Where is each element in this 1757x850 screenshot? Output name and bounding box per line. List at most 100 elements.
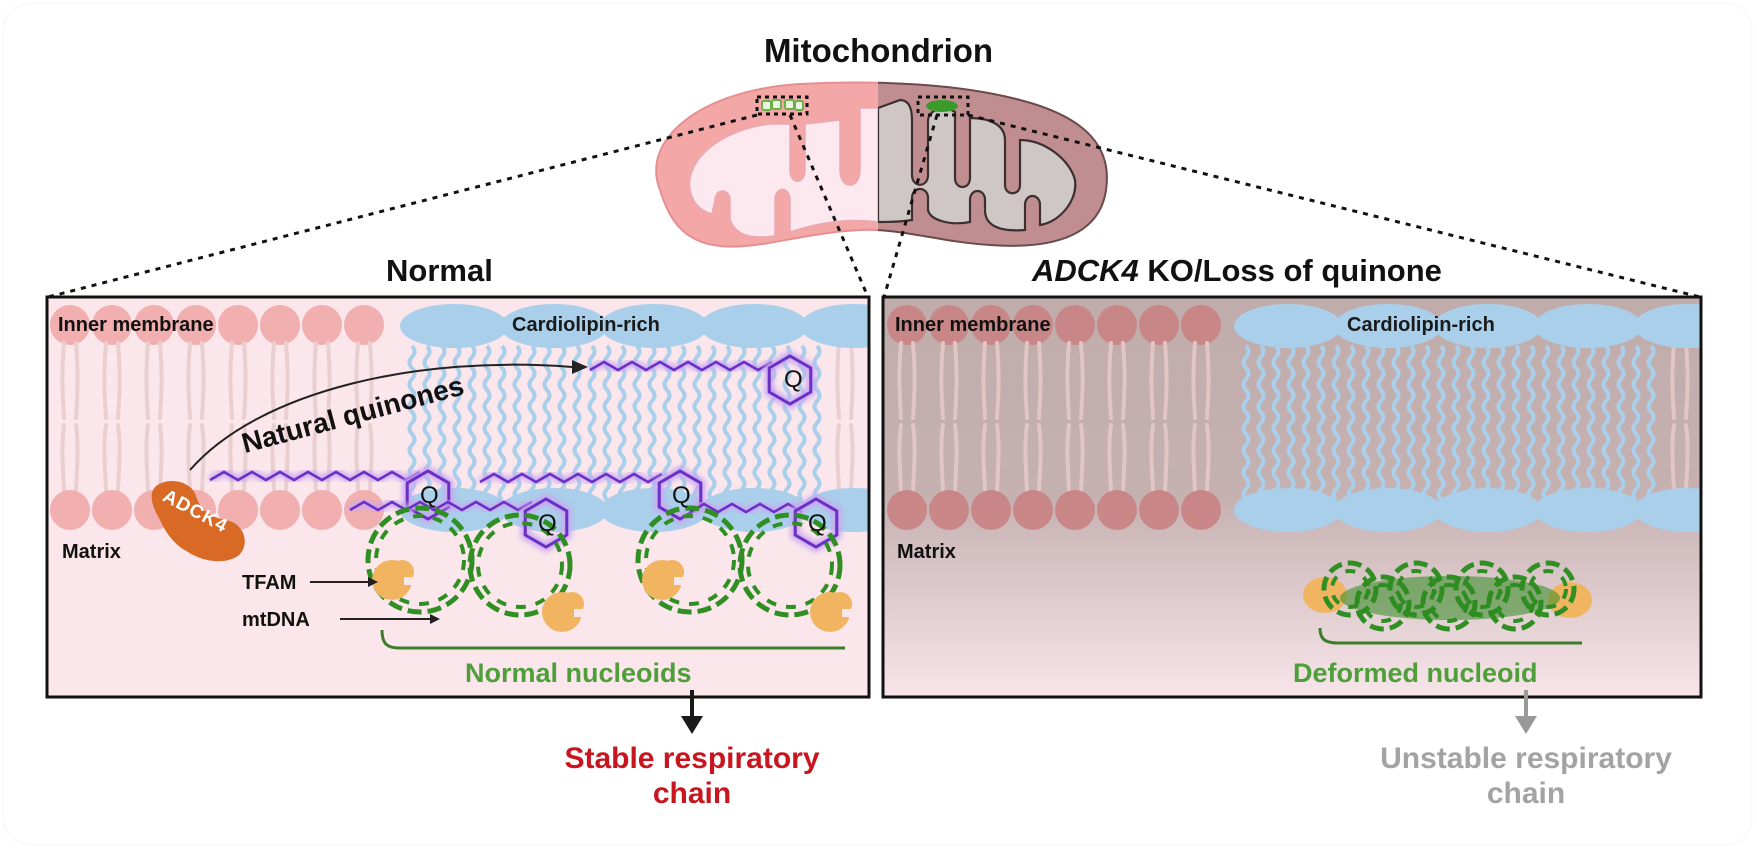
cardiolipin-tail <box>1346 344 1356 502</box>
cardiolipin-tail <box>707 344 717 502</box>
panel-normal <box>45 295 871 699</box>
lipid-tail <box>144 341 164 420</box>
lipid-head <box>260 305 300 345</box>
lipid-tail <box>354 341 374 420</box>
lipid-head <box>887 490 927 530</box>
outcome-stable-line2: chain <box>652 776 732 810</box>
lipid-head <box>344 490 384 530</box>
lipid-tail <box>186 341 206 420</box>
cardiolipin-head <box>600 304 708 348</box>
lipid-tail <box>835 423 855 492</box>
cardiolipin-tail <box>782 344 792 502</box>
lipid-head <box>1181 490 1221 530</box>
cardiolipin-head <box>1334 488 1442 532</box>
lipid-head <box>92 305 132 345</box>
cardiolipin-tail <box>467 344 477 502</box>
lipid-tail <box>1670 341 1690 420</box>
label-deformed-nucleoid: Deformed nucleoid <box>1293 658 1538 688</box>
lipid-tail <box>228 341 248 420</box>
lipid-head <box>1181 305 1221 345</box>
lipid-head <box>1055 490 1095 530</box>
cardiolipin-tail <box>1421 344 1431 502</box>
quinone-q-label: Q <box>538 510 557 537</box>
lipid-tail <box>981 423 1001 492</box>
quinone-ring <box>523 497 569 549</box>
mitochondrion-illustration <box>655 81 1108 248</box>
label-cardiolipin-ko: Cardiolipin-rich <box>1347 314 1495 336</box>
cardiolipin-head <box>1434 488 1542 532</box>
lipid-tail <box>60 423 80 492</box>
lipid-tail <box>354 423 374 492</box>
label-normal-nucleoids: Normal nucleoids <box>465 658 692 688</box>
arrow-to-unstable <box>1515 690 1537 734</box>
label-tfam: TFAM <box>242 572 297 594</box>
lipid-tail <box>1065 423 1085 492</box>
cardiolipin-tail <box>737 344 747 502</box>
mitochondrion-ko-half <box>878 81 1108 247</box>
lipid-head <box>302 305 342 345</box>
outcome-unstable-line2: chain <box>1486 776 1566 810</box>
quinone-q-label: Q <box>808 510 827 537</box>
lipid-tail <box>102 341 122 420</box>
tfam-notch <box>574 609 584 617</box>
nucleoid-bracket <box>380 629 845 650</box>
cardiolipin-head <box>800 304 868 348</box>
mtdna-strand <box>644 514 736 606</box>
panel-title-knockout: ADCK4 KO/Loss of quinone <box>1032 253 1442 288</box>
label-matrix-normal: Matrix <box>62 541 121 563</box>
quinone-tail <box>589 360 773 372</box>
cardiolipin-head <box>1434 304 1542 348</box>
cardiolipin-head <box>500 304 608 348</box>
cardiolipin-head <box>700 304 808 348</box>
lipid-tail <box>1149 423 1169 492</box>
lipid-head <box>1013 490 1053 530</box>
cardiolipin-tail <box>1451 344 1461 502</box>
tfam-protein <box>1303 577 1347 613</box>
lipid-head <box>1013 305 1053 345</box>
natural-quinones-arrow <box>189 363 573 471</box>
lipid-head <box>134 305 174 345</box>
cardiolipin-tail <box>1631 344 1641 502</box>
lipid-tail <box>60 341 80 420</box>
nucleoid-bracket <box>1318 627 1582 645</box>
quinone-ring <box>767 354 813 406</box>
cardiolipin-tail <box>1526 344 1536 502</box>
lipid-tail <box>312 341 332 420</box>
mtdna-strand <box>737 512 843 618</box>
cardiolipin-tail <box>1616 344 1626 502</box>
label-matrix-ko: Matrix <box>897 541 956 563</box>
zoom-guide-lines <box>47 113 1701 299</box>
lipid-tail <box>1149 341 1169 420</box>
outcome-unstable-line1: Unstable respiratory <box>1380 742 1672 775</box>
cardiolipin-tail <box>1376 344 1386 502</box>
cardiolipin-tail <box>1496 344 1506 502</box>
figure-title: Mitochondrion <box>763 32 994 69</box>
cardiolipin-tail <box>1331 344 1341 502</box>
lipid-head <box>1097 490 1137 530</box>
lipid-tail <box>270 341 290 420</box>
panel-title-normal: Normal <box>386 253 493 288</box>
lipid-head <box>50 490 90 530</box>
cardiolipin-tail <box>1511 344 1521 502</box>
quinone-ring <box>657 469 703 521</box>
lipid-tail <box>312 423 332 492</box>
lipid-head <box>887 305 927 345</box>
cardiolipin-tail <box>812 344 822 502</box>
cardiolipin-tail <box>1241 344 1251 502</box>
cardiolipin-tail <box>797 344 807 502</box>
label-mtdna: mtDNA <box>242 609 310 631</box>
cardiolipin-tail <box>1556 344 1566 502</box>
lipid-tail <box>1065 341 1085 420</box>
quinone-q-label: Q <box>672 482 691 509</box>
lipid-head <box>1097 305 1137 345</box>
mtdna-strand <box>467 512 573 618</box>
cardiolipin-head <box>400 304 508 348</box>
cardiolipin-tail <box>482 344 492 502</box>
mtdna-strand <box>374 514 466 606</box>
lipid-tail <box>939 423 959 492</box>
mtdna-pointer-head <box>430 614 440 624</box>
lipid-head <box>50 305 90 345</box>
lipid-head <box>218 490 258 530</box>
outcome-unstable: Unstable respiratory chain <box>1346 742 1706 811</box>
